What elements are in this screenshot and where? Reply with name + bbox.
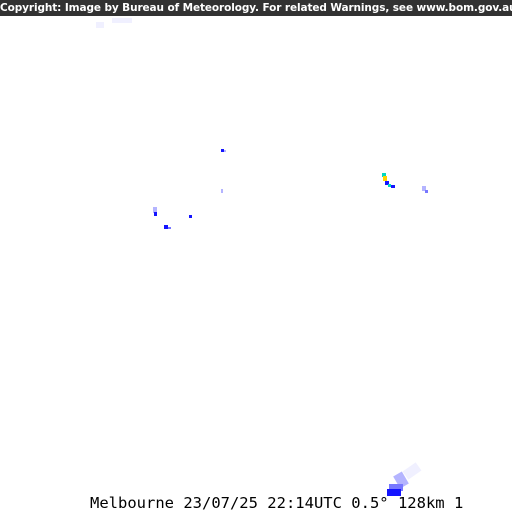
radar-echo <box>425 190 428 193</box>
radar-echo <box>112 18 132 23</box>
radar-echo <box>224 150 226 152</box>
radar-echo <box>389 484 403 491</box>
radar-echo <box>221 189 223 193</box>
radar-echo <box>391 185 395 188</box>
radar-echo <box>422 186 426 191</box>
radar-echo <box>221 149 224 152</box>
radar-echo <box>153 207 157 213</box>
radar-echo <box>382 173 386 177</box>
radar-echo <box>154 212 157 216</box>
radar-echo <box>387 489 401 496</box>
radar-echo <box>385 181 389 185</box>
copyright-banner: Copyright: Image by Bureau of Meteorolog… <box>0 0 512 16</box>
radar-echo <box>168 227 171 229</box>
radar-echo <box>164 225 168 229</box>
radar-echo <box>383 176 387 181</box>
radar-echo <box>96 22 104 28</box>
radar-info-label: Melbourne 23/07/25 22:14UTC 0.5° 128km 1 <box>90 494 464 512</box>
radar-echo <box>388 184 391 187</box>
radar-echo <box>189 215 192 218</box>
